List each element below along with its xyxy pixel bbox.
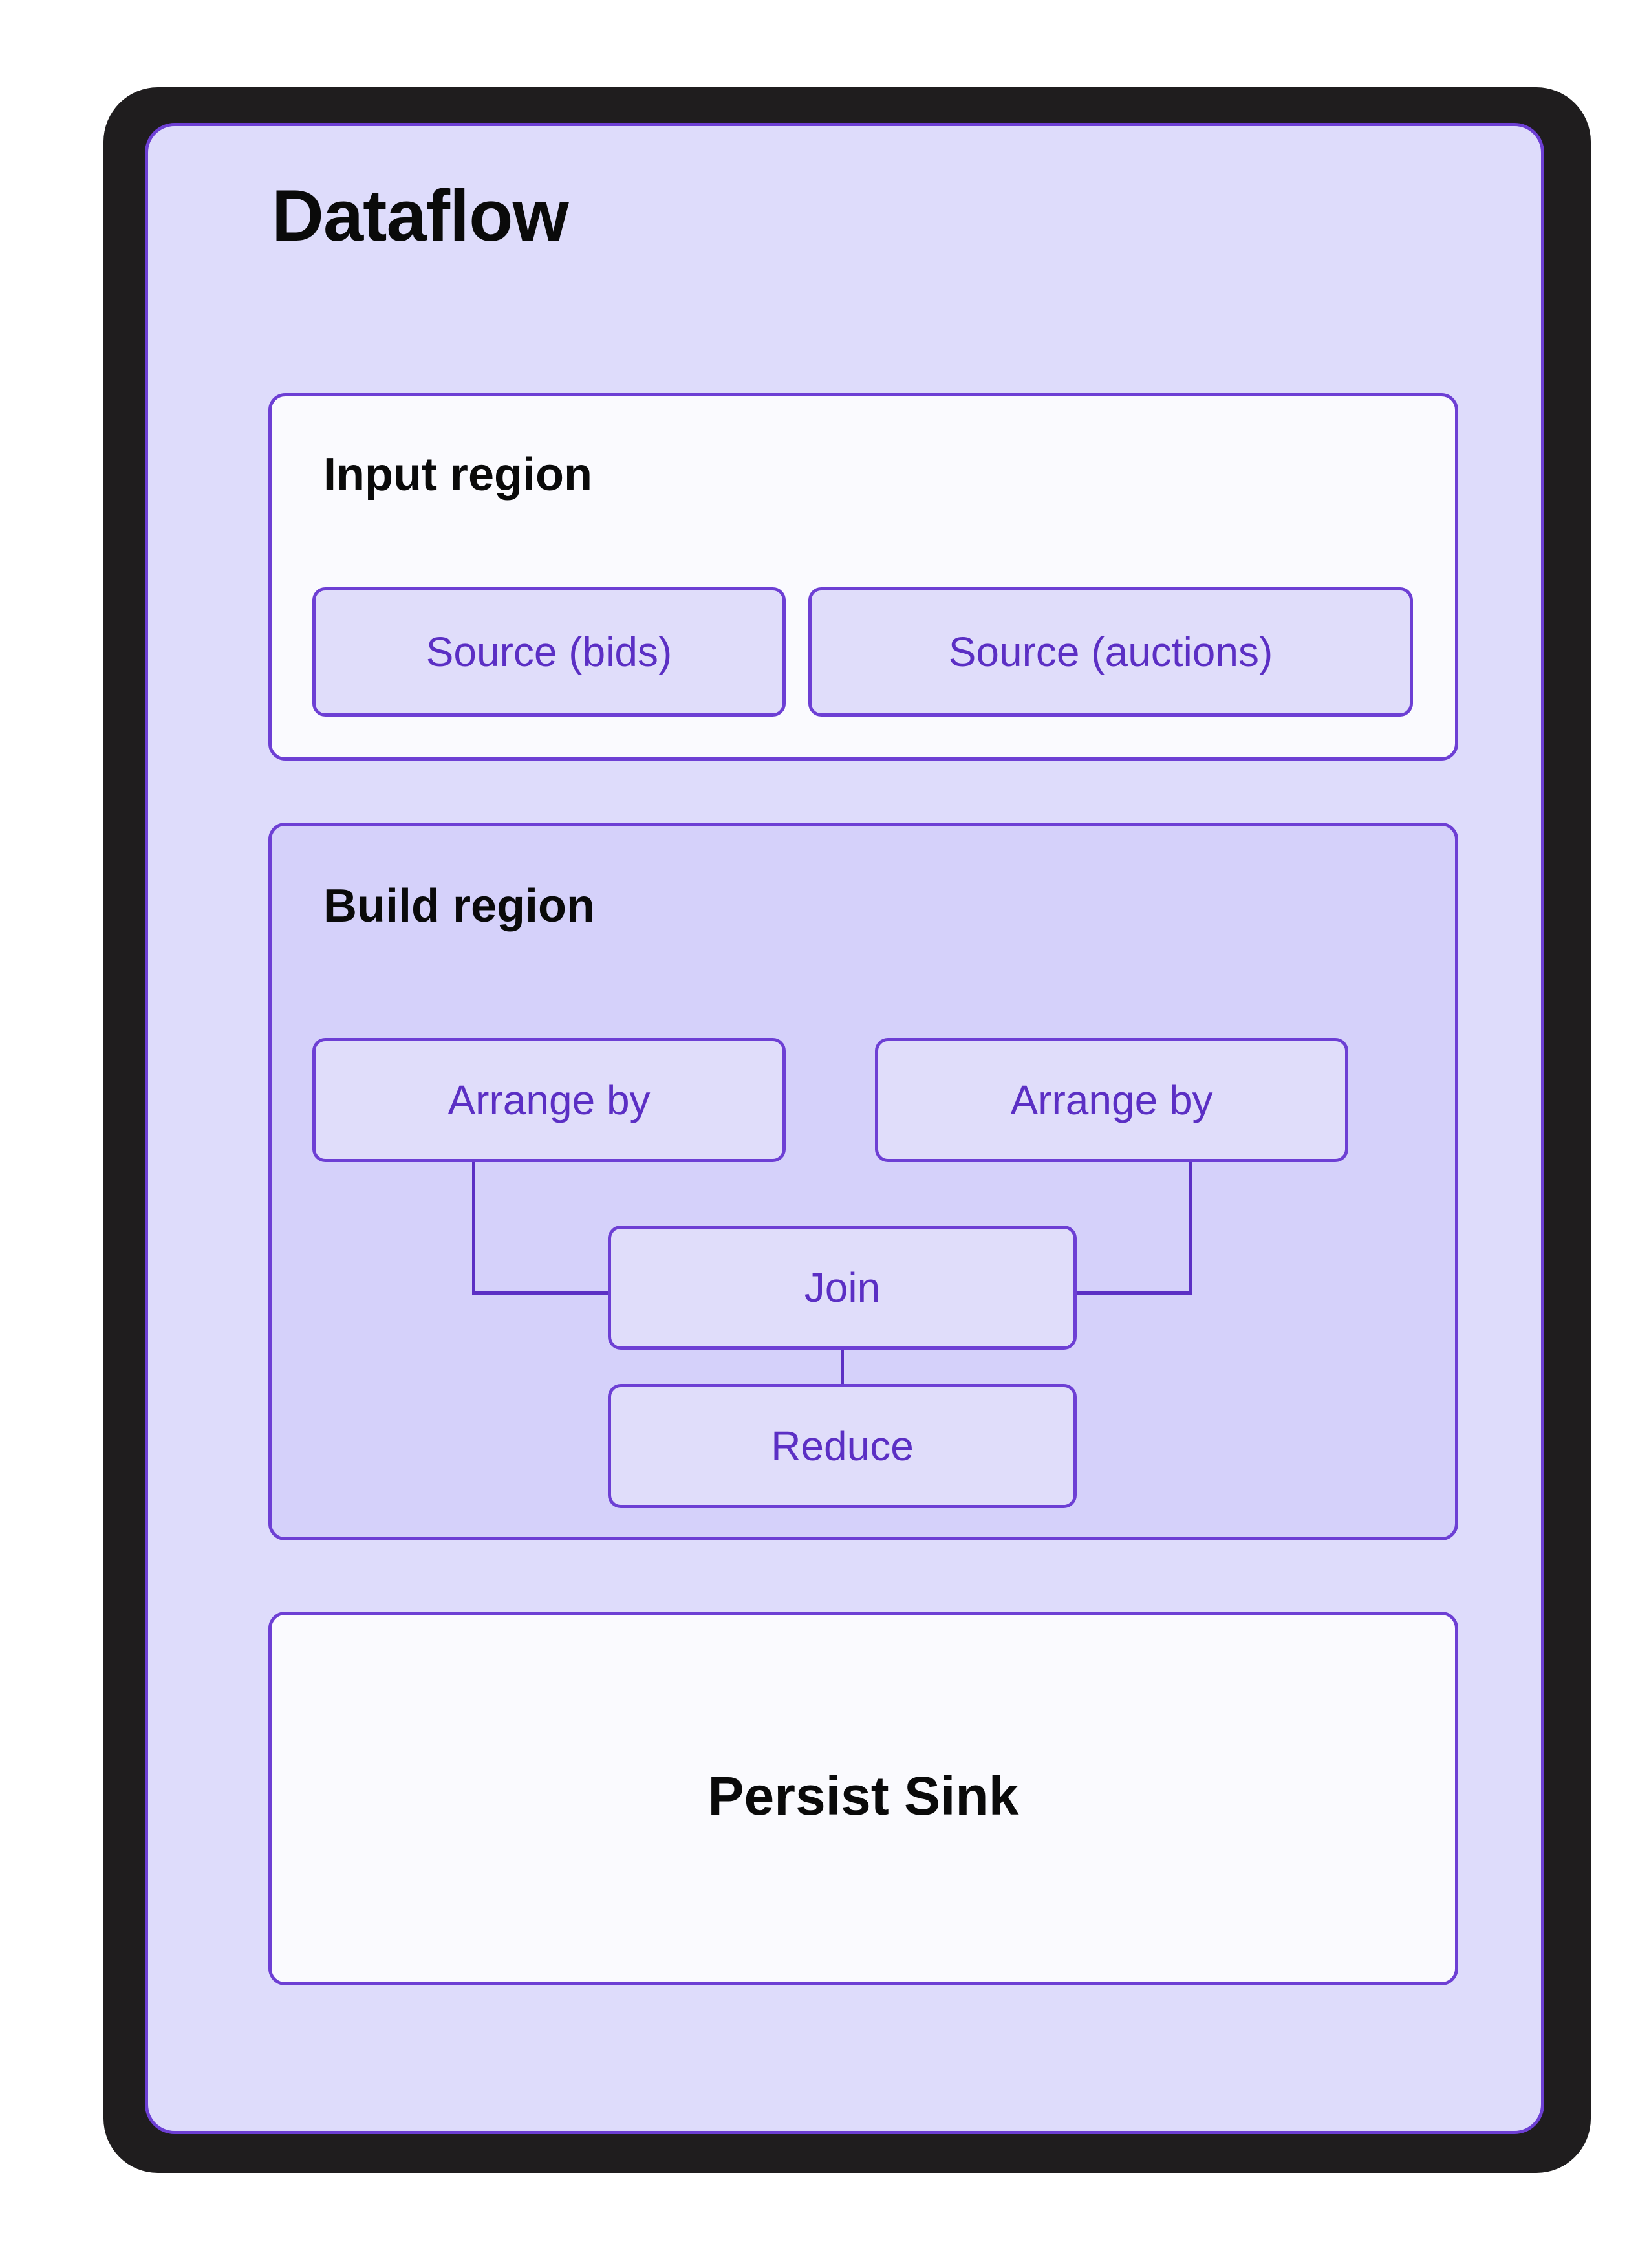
node-join[interactable]: Join	[608, 1226, 1077, 1350]
node-join-label: Join	[804, 1264, 881, 1311]
node-arrange-right[interactable]: Arrange by	[875, 1038, 1348, 1162]
node-reduce[interactable]: Reduce	[608, 1384, 1077, 1508]
node-source-bids[interactable]: Source (bids)	[312, 587, 786, 717]
persist-sink-region: Persist Sink	[268, 1612, 1458, 1985]
node-arrange-left[interactable]: Arrange by	[312, 1038, 786, 1162]
node-source-auctions[interactable]: Source (auctions)	[808, 587, 1413, 717]
input-region-label: Input region	[323, 449, 592, 501]
edge-arrange-left-horizontal	[472, 1291, 611, 1295]
edge-arrange-right-vertical	[1189, 1162, 1192, 1295]
node-arrange-right-label: Arrange by	[1010, 1077, 1213, 1123]
edge-join-to-reduce	[841, 1350, 844, 1387]
node-reduce-label: Reduce	[771, 1423, 914, 1469]
node-arrange-left-label: Arrange by	[447, 1077, 651, 1123]
page-title: Dataflow	[272, 175, 569, 256]
edge-arrange-left-vertical	[472, 1162, 475, 1295]
node-source-bids-label: Source (bids)	[426, 629, 673, 675]
persist-sink-label: Persist Sink	[707, 1766, 1019, 1826]
build-region-label: Build region	[323, 880, 595, 932]
edge-arrange-right-horizontal	[1073, 1291, 1192, 1295]
node-source-auctions-label: Source (auctions)	[948, 629, 1273, 675]
